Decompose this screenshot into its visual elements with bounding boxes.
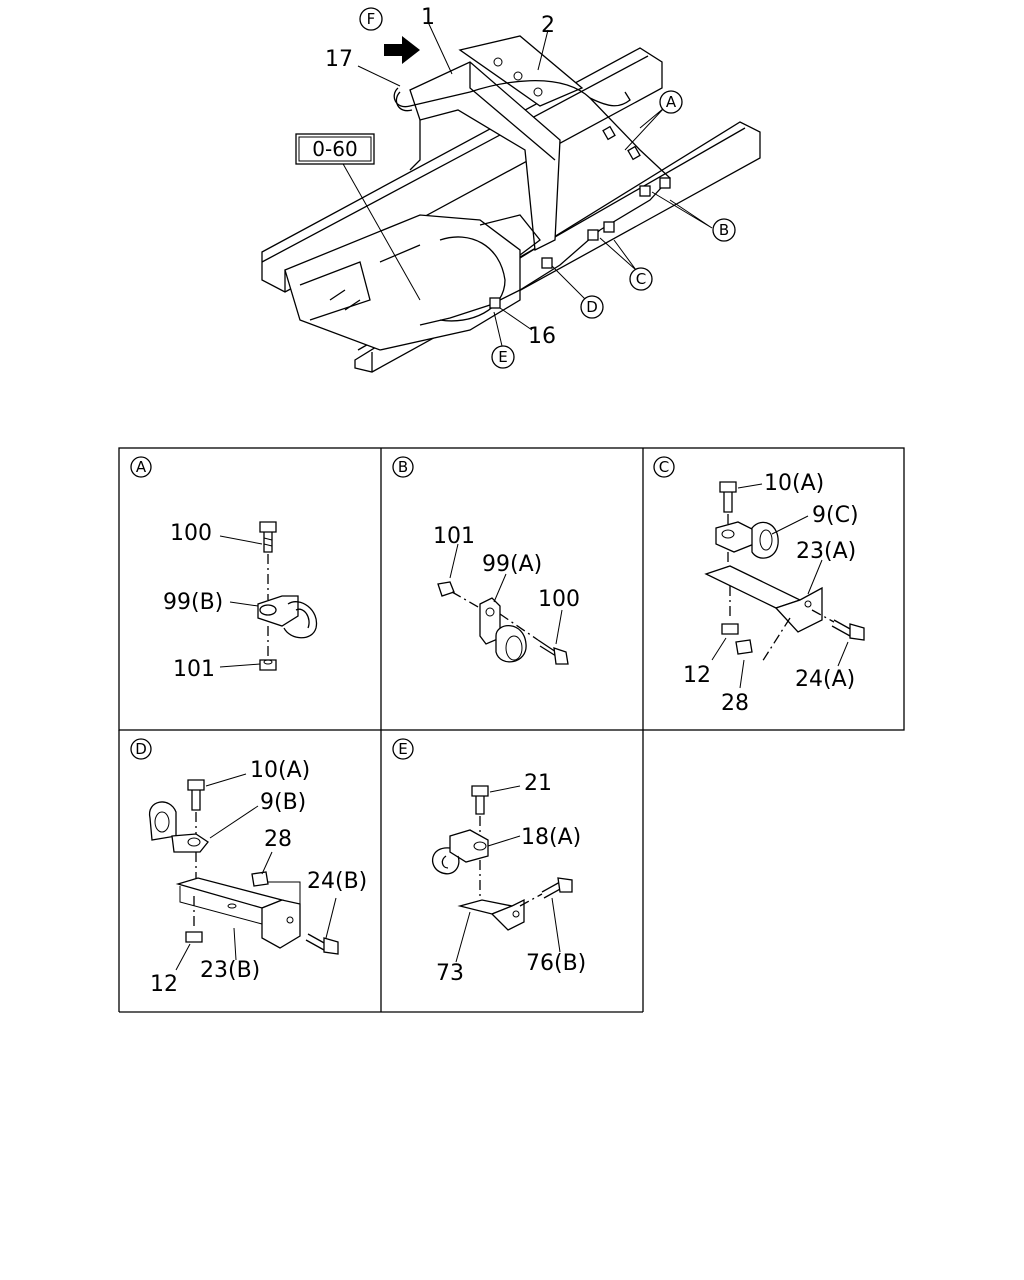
label-99b: 99(B) <box>163 590 223 615</box>
svg-text:E: E <box>498 348 507 366</box>
svg-text:D: D <box>135 740 147 758</box>
clamp-icon <box>715 521 779 559</box>
bolt-icon <box>187 779 205 811</box>
label-99a: 99(A) <box>482 552 542 577</box>
bolt-icon <box>537 639 569 665</box>
label-28: 28 <box>721 691 749 716</box>
clamp-icon <box>149 801 209 853</box>
clamp-icon <box>257 595 318 639</box>
svg-text:E: E <box>398 740 407 758</box>
nut-icon <box>735 639 753 655</box>
part-label-1: 1 <box>421 5 435 30</box>
bolt-icon <box>471 785 489 815</box>
callout-a[interactable]: A <box>659 90 683 114</box>
detail-grid <box>118 447 905 1013</box>
label-101: 101 <box>433 524 475 549</box>
label-9b: 9(B) <box>260 790 306 815</box>
svg-text:C: C <box>636 270 646 288</box>
bracket-icon <box>457 898 525 931</box>
label-10a: 10(A) <box>764 471 824 496</box>
direction-arrow <box>384 36 420 64</box>
label-23b: 23(B) <box>200 958 260 983</box>
label-73: 73 <box>436 961 464 986</box>
label-28: 28 <box>264 827 292 852</box>
svg-text:D: D <box>586 298 598 316</box>
frame-rail-left <box>261 47 663 293</box>
bracket-icon <box>704 565 823 633</box>
label-9c: 9(C) <box>812 503 859 528</box>
part-label-16: 16 <box>528 324 556 349</box>
callout-b[interactable]: B <box>712 218 736 242</box>
panel-a-letter: A <box>130 456 152 478</box>
svg-text:B: B <box>719 221 729 239</box>
detail-panel-d: D <box>130 738 367 997</box>
callout-e[interactable]: E <box>491 345 515 369</box>
svg-text:C: C <box>659 458 669 476</box>
label-76b: 76(B) <box>526 951 586 976</box>
panel-b-letter: B <box>392 456 414 478</box>
label-23a: 23(A) <box>796 539 856 564</box>
reference-box[interactable]: 0-60 <box>295 133 375 165</box>
svg-text:A: A <box>136 458 147 476</box>
detail-panel-a: A 100 99(B) 101 <box>130 456 318 682</box>
chassis-overview <box>261 21 761 373</box>
part-label-2: 2 <box>541 13 555 38</box>
nut-icon <box>251 871 269 887</box>
nut-icon <box>721 623 739 635</box>
panel-d-letter: D <box>130 738 152 760</box>
label-18a: 18(A) <box>521 825 581 850</box>
cross-member <box>409 61 561 252</box>
part-label-17: 17 <box>325 47 353 72</box>
label-24a: 24(A) <box>795 667 855 692</box>
nut-icon <box>259 659 277 671</box>
svg-text:F: F <box>367 10 376 28</box>
clamp-icon <box>431 829 489 875</box>
detail-panel-e: E 21 18(A) 73 76(B) <box>392 738 586 986</box>
bolt-icon <box>259 521 277 553</box>
detail-panel-c: C <box>653 456 865 716</box>
callout-d[interactable]: D <box>580 295 604 319</box>
detail-panel-b: B 101 99(A) 100 <box>392 456 580 665</box>
transmission <box>284 214 521 351</box>
nut-icon <box>437 581 455 597</box>
label-101: 101 <box>173 657 215 682</box>
label-21: 21 <box>524 771 552 796</box>
svg-text:A: A <box>666 93 677 111</box>
label-100: 100 <box>170 521 212 546</box>
callout-c[interactable]: C <box>629 267 653 291</box>
clamp-icon <box>479 597 527 663</box>
svg-text:B: B <box>398 458 408 476</box>
label-100: 100 <box>538 587 580 612</box>
callout-f[interactable]: F <box>359 7 383 31</box>
bolt-icon <box>541 877 573 899</box>
label-12: 12 <box>150 972 178 997</box>
bolt-icon <box>305 933 339 955</box>
panel-c-letter: C <box>653 456 675 478</box>
label-24b: 24(B) <box>307 869 367 894</box>
label-12: 12 <box>683 663 711 688</box>
svg-text:0-60: 0-60 <box>312 137 357 161</box>
nut-icon <box>185 931 203 943</box>
bolt-icon <box>831 619 865 641</box>
mounting-plate <box>458 35 584 107</box>
bolt-icon <box>719 481 737 513</box>
bracket-icon <box>175 877 301 949</box>
label-10a: 10(A) <box>250 758 310 783</box>
panel-e-letter: E <box>392 738 414 760</box>
